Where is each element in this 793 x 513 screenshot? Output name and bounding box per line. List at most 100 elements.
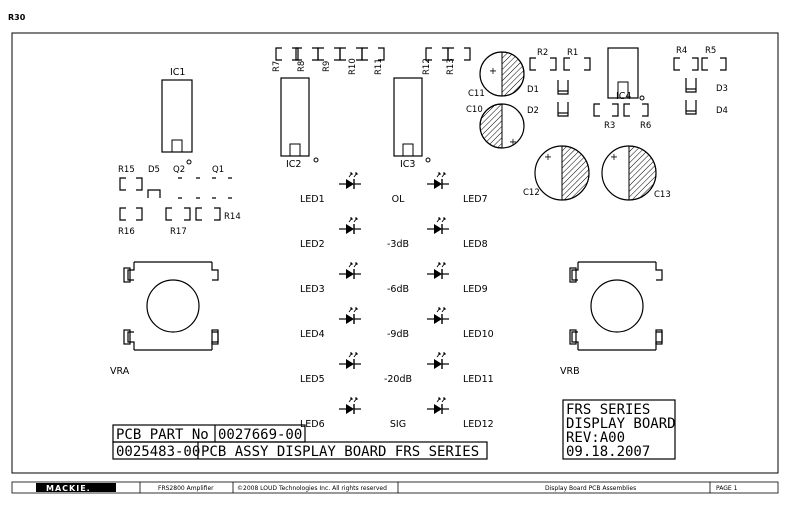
- rev-line3: REV:A00: [566, 430, 625, 446]
- led-symbol-left-4: [339, 307, 361, 324]
- c11-label: C11: [468, 89, 485, 99]
- pot-vra: [123, 261, 219, 351]
- cap-c10: +: [479, 103, 525, 149]
- r4-label: R4: [676, 46, 687, 56]
- pot-vrb: [569, 261, 663, 351]
- d2-label: D2: [527, 106, 539, 116]
- footer-copyright: ©2008 LOUD Technologies Inc. All rights …: [237, 485, 387, 492]
- r3-label: R3: [604, 121, 615, 131]
- led-label-left-5: LED5: [300, 374, 325, 385]
- r15-label: R15: [118, 165, 135, 175]
- ic1-label: IC1: [170, 67, 185, 78]
- vrb-label: VRB: [560, 366, 580, 377]
- ic4-label: IC4: [616, 91, 631, 102]
- c10-label: C10: [466, 105, 483, 115]
- r16-label: R16: [118, 227, 135, 237]
- q2-label: Q2: [173, 165, 185, 175]
- led-symbol-left-3: [339, 262, 361, 279]
- level-label-4: -9dB: [387, 329, 409, 340]
- led-label-left-4: LED4: [300, 329, 325, 340]
- q1-label: Q1: [212, 165, 224, 175]
- svg-text:+: +: [509, 137, 517, 148]
- ic2-label: IC2: [286, 159, 301, 170]
- led-label-left-6: LED6: [300, 419, 325, 430]
- r10-label: R10: [348, 58, 358, 75]
- led-label-left-3: LED3: [300, 284, 325, 295]
- ic3-footprint: [393, 77, 431, 163]
- d4-label: D4: [716, 106, 728, 116]
- c12-label: C12: [523, 188, 540, 198]
- ic4-footprint: [607, 47, 645, 101]
- ic3-label: IC3: [400, 159, 415, 170]
- d1-label: D1: [527, 85, 539, 95]
- led-label-left-1: LED1: [300, 194, 325, 205]
- svg-text:+: +: [489, 66, 497, 77]
- led-label-right-4: LED10: [463, 329, 494, 340]
- resistor-row-top: [275, 47, 471, 61]
- mackie-logo: [36, 483, 116, 492]
- r12-label: R12: [422, 58, 432, 75]
- ic2-footprint: [280, 77, 319, 163]
- led-label-right-6: LED12: [463, 419, 494, 430]
- footer-model: FRS2800 Amplifier: [158, 485, 214, 492]
- ic1-footprint: [161, 79, 193, 153]
- led-symbol-left-5: [339, 352, 361, 369]
- r1-label: R1: [567, 48, 578, 58]
- led-symbol-right-5: [427, 352, 449, 369]
- level-label-2: -3dB: [387, 239, 409, 250]
- r6-label: R6: [640, 121, 651, 131]
- led-symbol-right-2: [427, 217, 449, 234]
- led-symbol-left-2: [339, 217, 361, 234]
- led-symbol-right-1: [427, 172, 449, 189]
- led-label-left-2: LED2: [300, 239, 325, 250]
- pcb-assy-desc: PCB ASSY DISPLAY BOARD FRS SERIES: [201, 444, 479, 460]
- vra-label: VRA: [110, 366, 130, 377]
- c13-label: C13: [654, 190, 671, 200]
- led-symbol-left-1: [339, 172, 361, 189]
- r5-label: R5: [705, 46, 716, 56]
- d5-label: D5: [148, 165, 160, 175]
- footer-title: Display Board PCB Assemblies: [545, 485, 636, 492]
- r11-label: R11: [374, 58, 384, 75]
- led-symbol-right-4: [427, 307, 449, 324]
- level-label-3: -6dB: [387, 284, 409, 295]
- led-label-right-3: LED9: [463, 284, 488, 295]
- led-label-right-1: LED7: [463, 194, 488, 205]
- r14-label: R14: [224, 212, 241, 222]
- r2-label: R2: [537, 48, 548, 58]
- pcb-part-box: [112, 424, 488, 460]
- r8-label: R8: [297, 61, 307, 72]
- resistor-group-right: [529, 57, 727, 117]
- led-label-right-2: LED8: [463, 239, 488, 250]
- pcb-part-no-label: PCB PART No: [116, 427, 209, 443]
- cap-c13: +: [601, 145, 657, 201]
- pcb-part-no: 0027669-00: [218, 427, 302, 443]
- led-symbol-left-6: [339, 397, 361, 414]
- led-symbol-right-3: [427, 262, 449, 279]
- diodes-right: [557, 78, 697, 117]
- top-ref-label: R30: [8, 13, 26, 22]
- board-outline: [11, 32, 779, 474]
- pcb-assy-no: 0025483-00: [116, 444, 200, 460]
- level-label-6: SIG: [390, 419, 406, 430]
- rev-box: [562, 399, 676, 460]
- rev-line1: FRS SERIES: [566, 402, 650, 418]
- led-label-right-5: LED11: [463, 374, 494, 385]
- led-symbol-right-6: [427, 397, 449, 414]
- rev-line4: 09.18.2007: [566, 444, 650, 460]
- footer-page: PAGE 1: [716, 485, 738, 492]
- rev-line2: DISPLAY BOARD: [566, 416, 676, 432]
- level-label-5: -20dB: [384, 374, 412, 385]
- left-small-parts: [119, 177, 232, 221]
- mackie-logo-text: MACKIE.: [46, 484, 91, 493]
- r17-label: R17: [170, 227, 187, 237]
- cap-c11: +: [479, 51, 525, 97]
- level-label-1: OL: [392, 194, 405, 205]
- svg-text:+: +: [544, 152, 552, 163]
- svg-text:+: +: [610, 152, 618, 163]
- q2-dot: [186, 159, 192, 165]
- footer-strip: [11, 481, 779, 494]
- r7-label: R7: [272, 61, 282, 72]
